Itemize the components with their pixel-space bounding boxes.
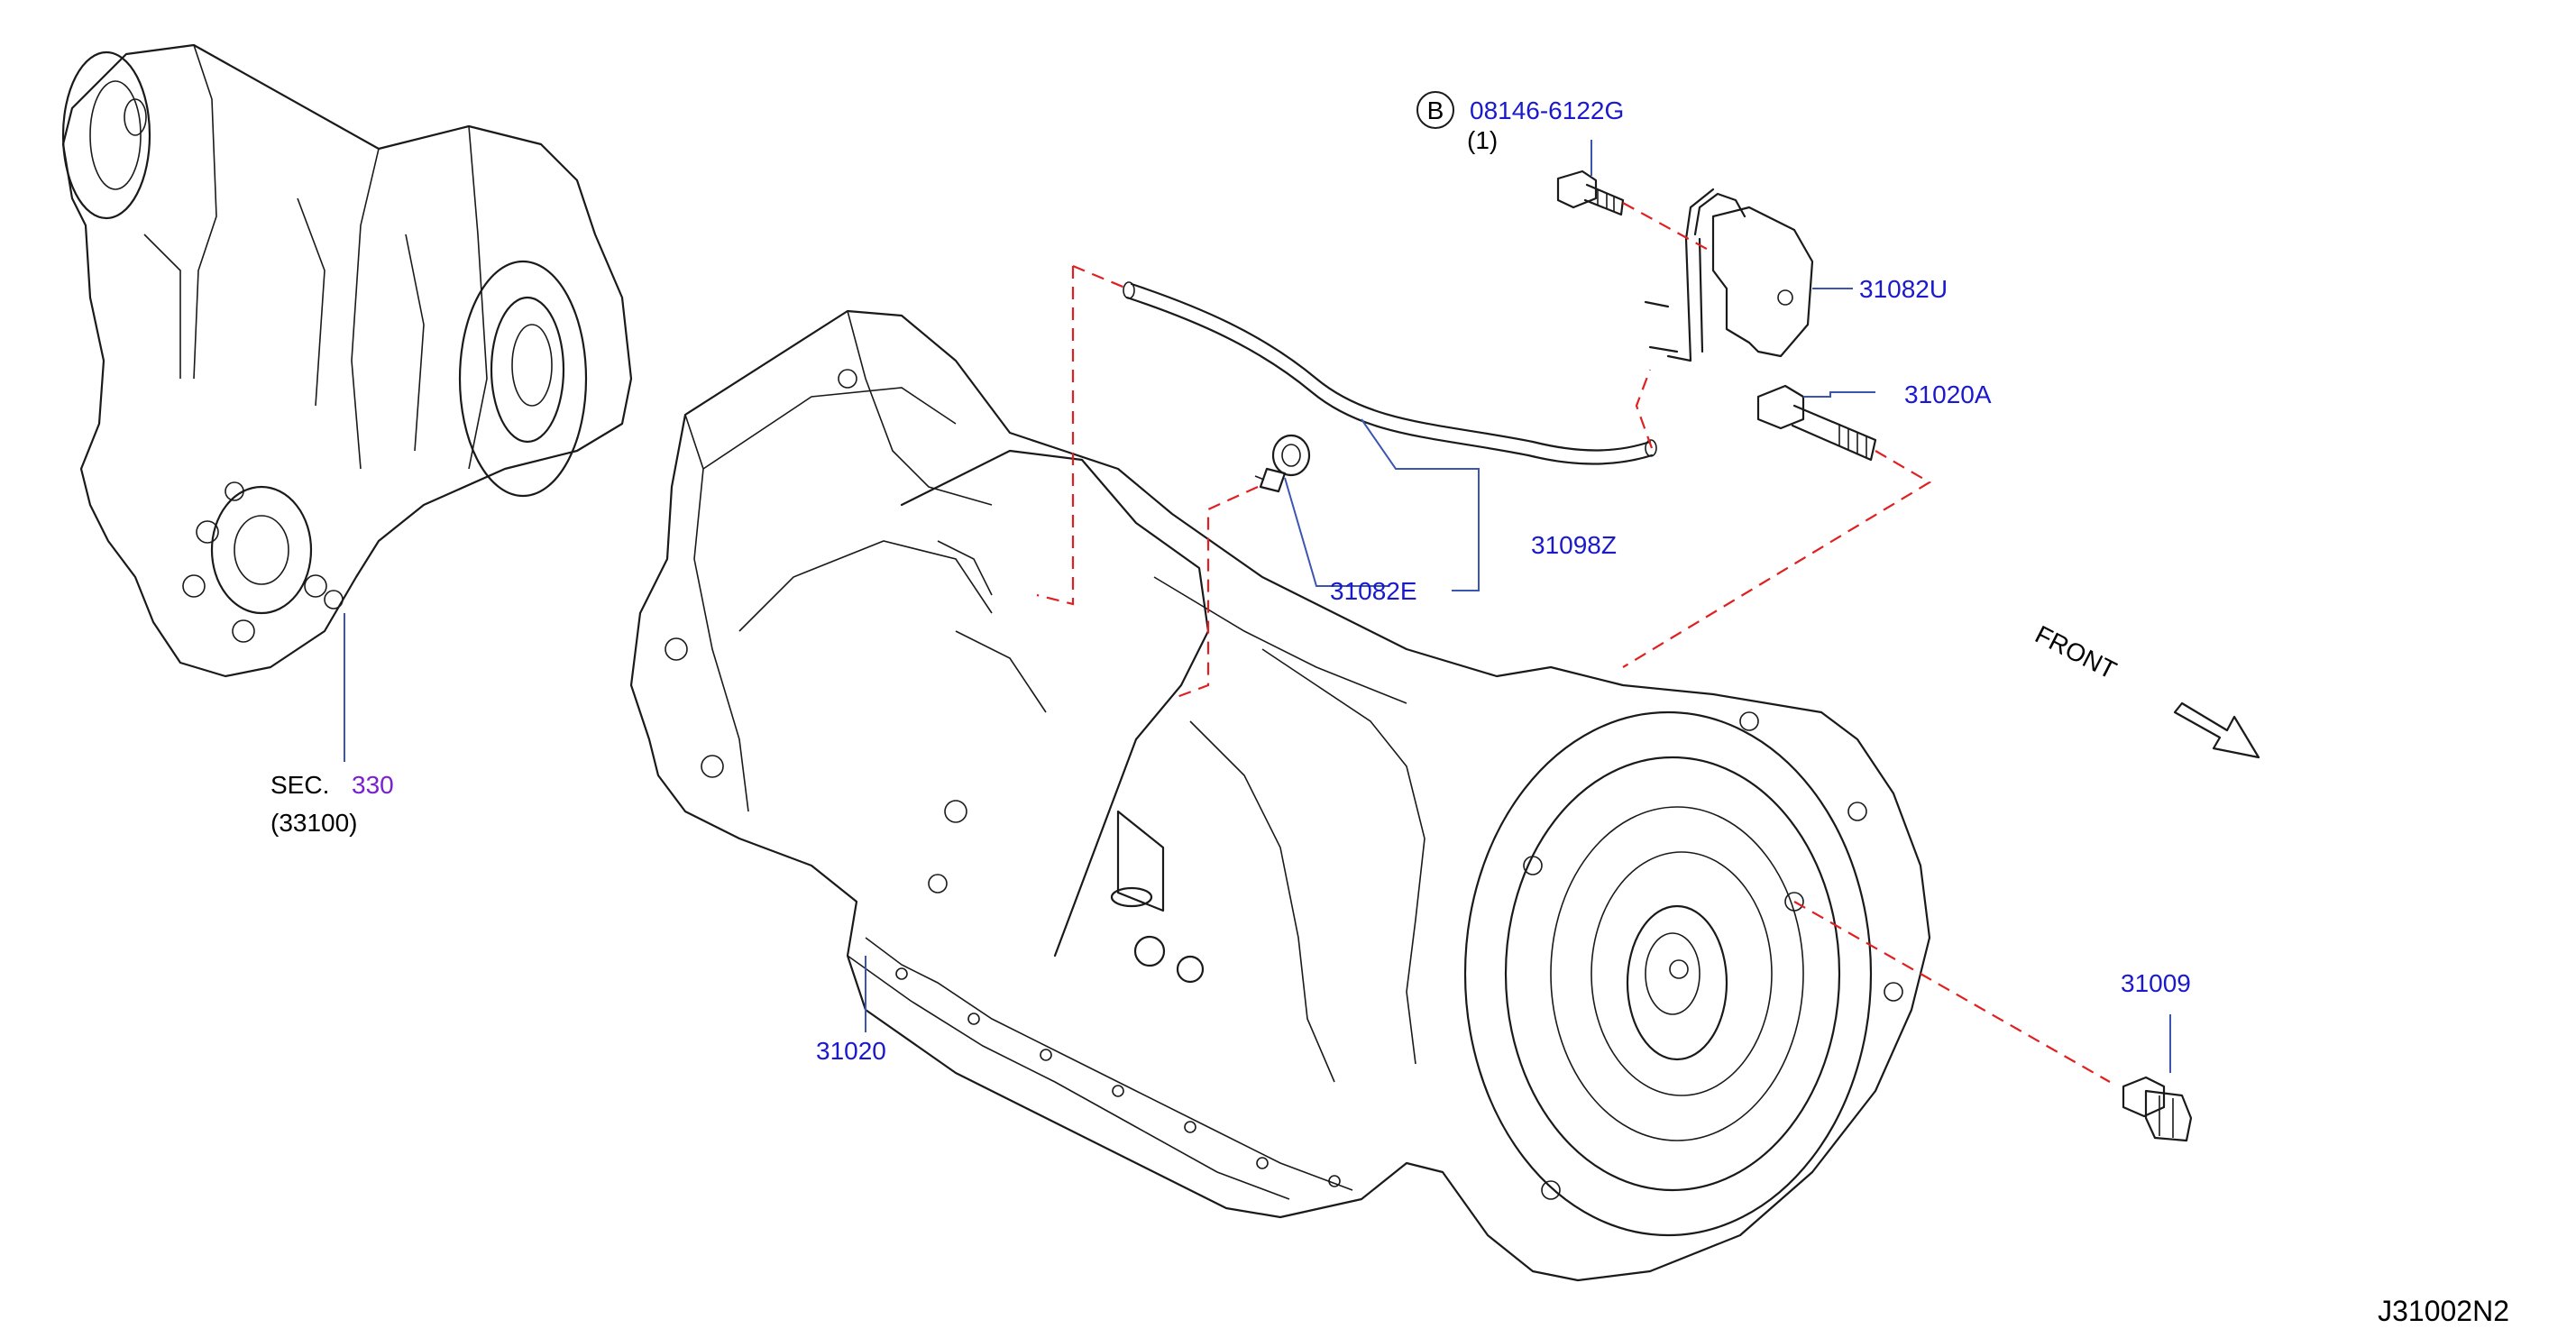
automatic-transmission-drawing: [629, 309, 1931, 1282]
transfer-case-drawing: [61, 43, 633, 678]
label-section-sub: (33100): [270, 809, 358, 837]
diagram-id: J31002N2: [2378, 1295, 2509, 1327]
label-front: FRONT: [2031, 620, 2121, 684]
svg-text:B: B: [1427, 96, 1444, 124]
label-31009[interactable]: 31009: [2121, 969, 2191, 997]
bolt-31020a-drawing: [1756, 384, 1877, 462]
bolt-08146-drawing: [1556, 170, 1625, 216]
label-08146-6122g[interactable]: 08146-6122G: [1470, 96, 1624, 124]
label-08146-qty: (1): [1467, 126, 1498, 154]
label-section-prefix: SEC.: [270, 771, 329, 799]
label-31020[interactable]: 31020: [816, 1037, 886, 1065]
label-section-number[interactable]: 330: [352, 771, 394, 799]
converter-bolt-31009-drawing: [2122, 1076, 2193, 1142]
leader-lines: [344, 140, 2171, 1073]
label-31020a[interactable]: 31020A: [1904, 380, 1992, 408]
clip-31082e-drawing: [1254, 434, 1311, 493]
b-marker: B: [1416, 91, 1454, 129]
front-direction-arrow-icon: [2173, 701, 2260, 759]
alignment-dashes: [1036, 202, 2111, 1083]
label-31082e[interactable]: 31082E: [1330, 577, 1417, 605]
bracket-31082u-drawing: [1644, 188, 1814, 362]
label-31082u[interactable]: 31082U: [1859, 275, 1948, 303]
label-31098z[interactable]: 31098Z: [1531, 531, 1617, 559]
tube-31098z-drawing: [1123, 281, 1657, 465]
